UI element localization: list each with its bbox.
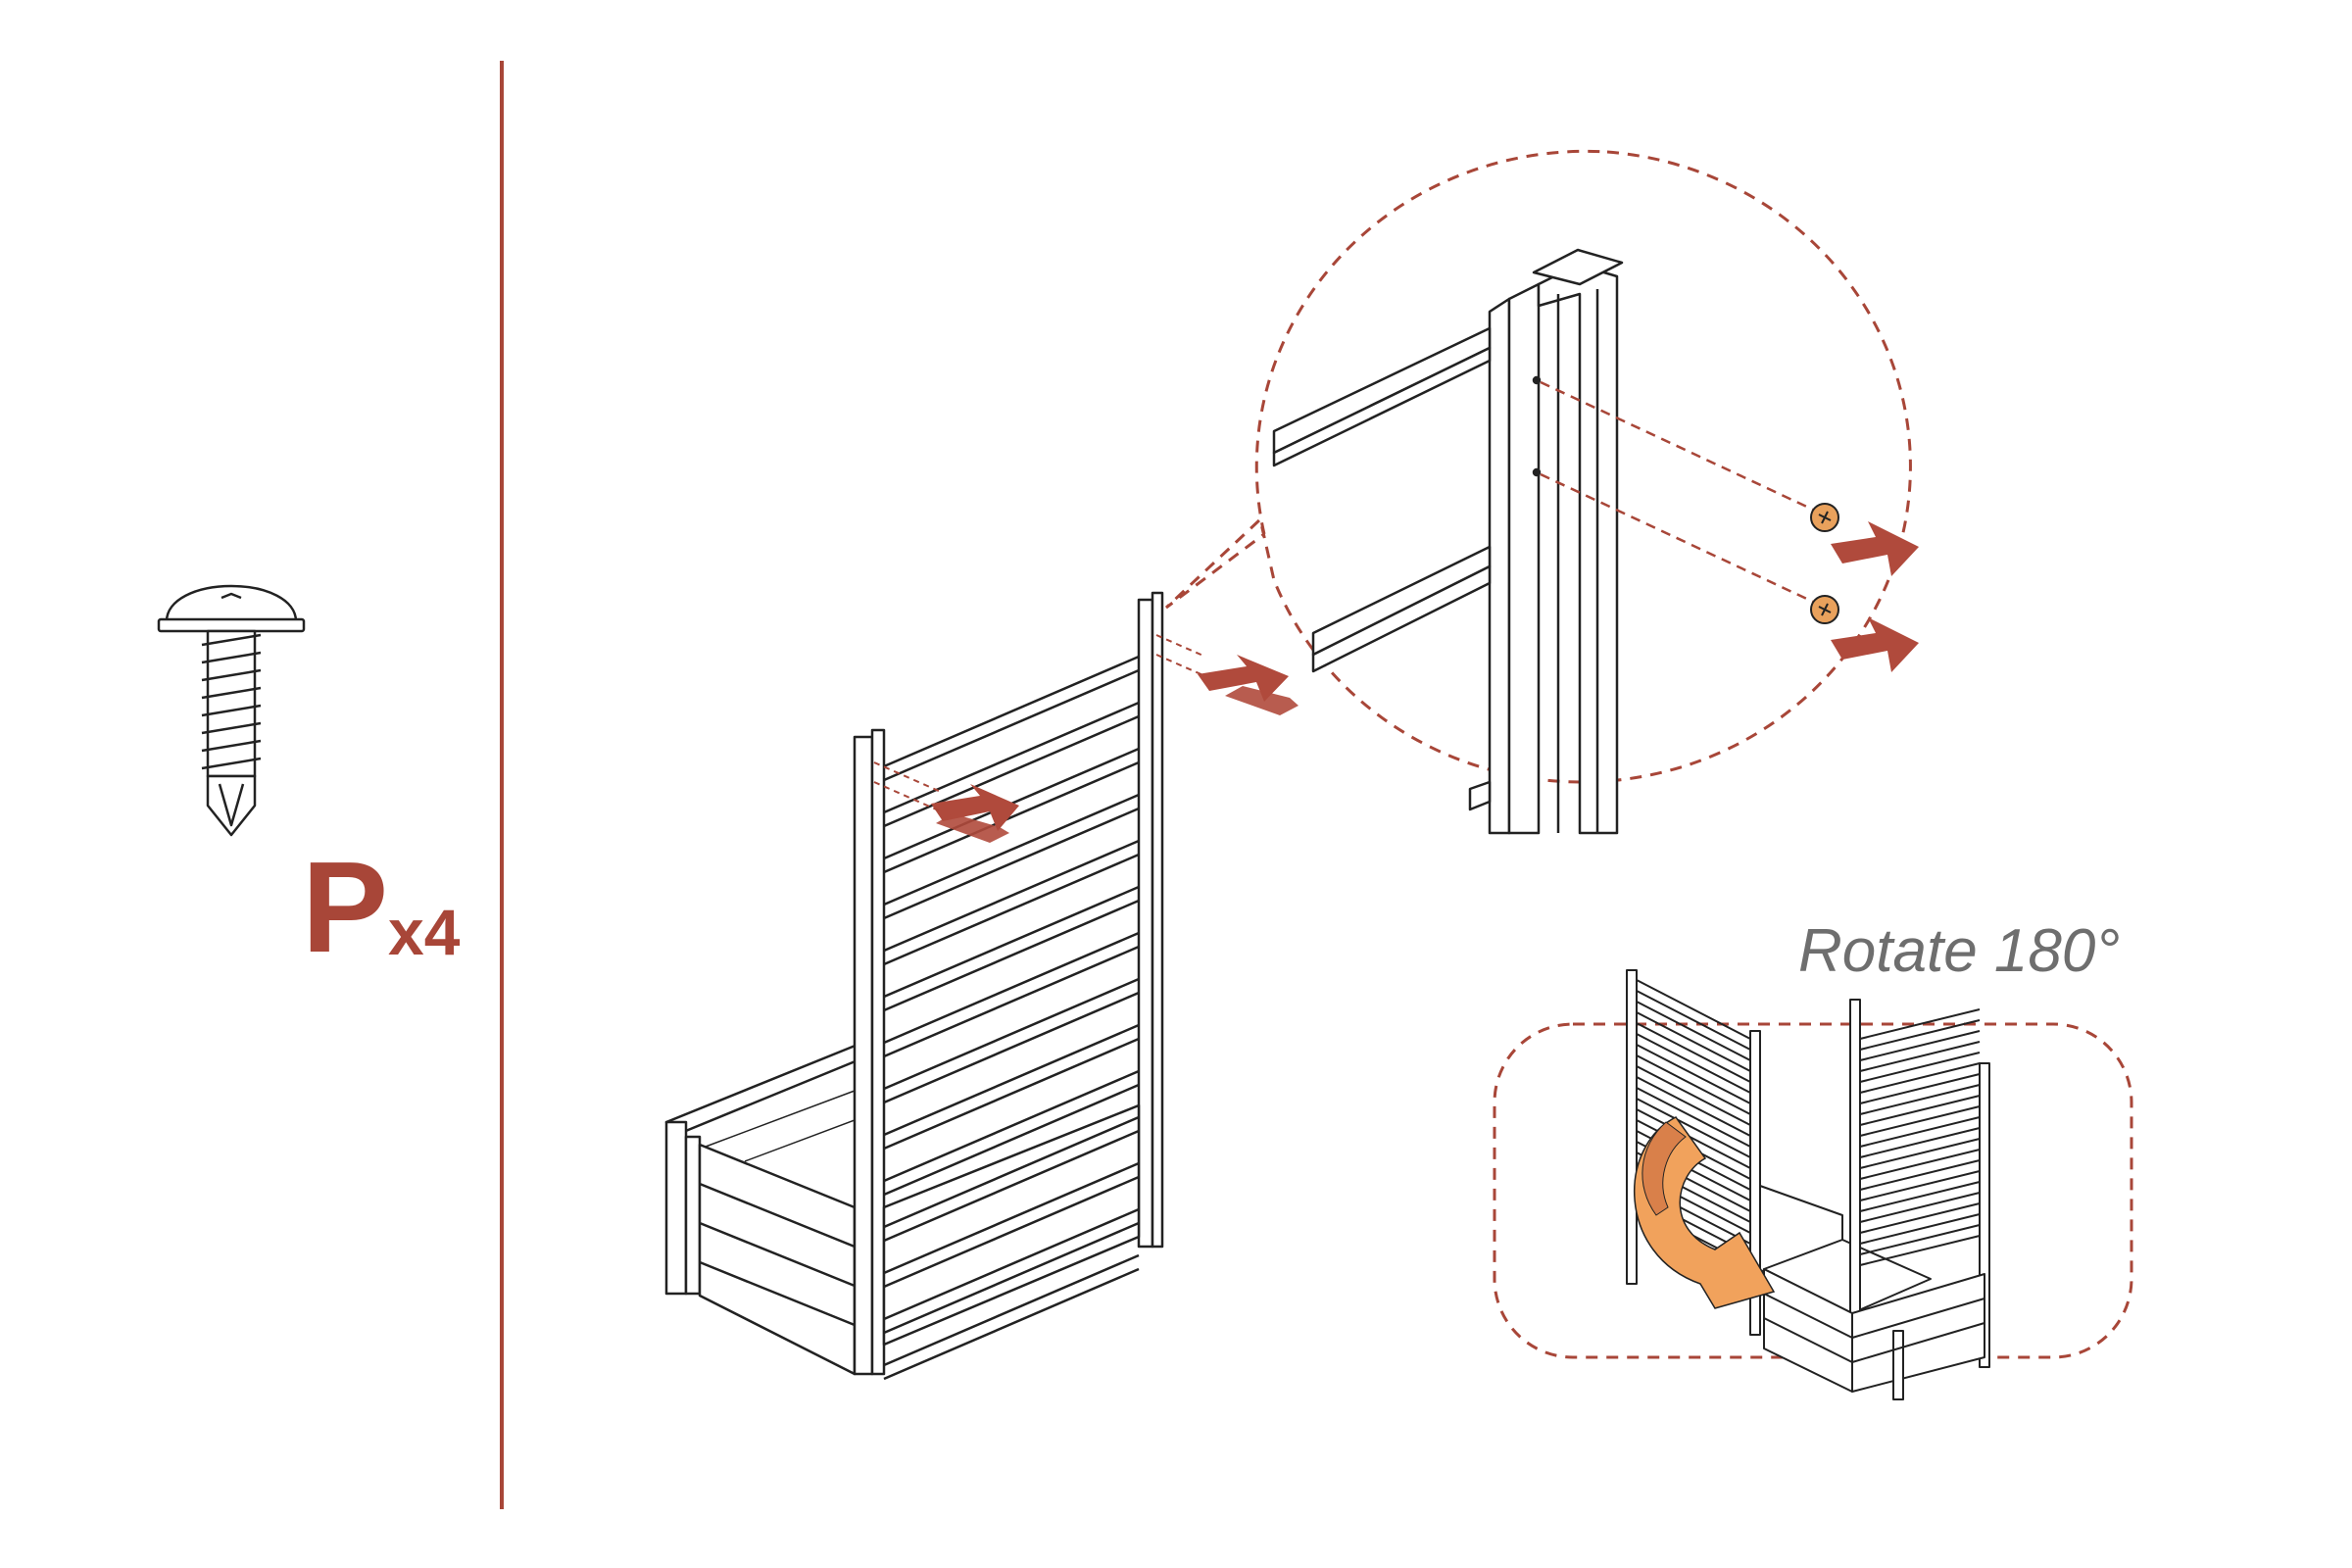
- trellis-slat-line: [1636, 1033, 1751, 1094]
- trellis-slat-line: [883, 1221, 1140, 1335]
- trellis-slat-line: [1636, 1011, 1751, 1072]
- trellis-slat-line: [1859, 1213, 1981, 1245]
- trellis-slat-line: [883, 701, 1140, 814]
- trellis-slat-line: [883, 931, 1140, 1045]
- part-letter: P: [302, 835, 389, 979]
- trellis-slat-line: [1636, 1108, 1751, 1169]
- trellis-slat-line: [1859, 1116, 1981, 1148]
- trellis-slat-line: [883, 1253, 1140, 1367]
- screw-direction-arrow: [1831, 521, 1919, 576]
- trellis-slat-line: [1636, 1054, 1751, 1115]
- trellis-slat-line: [1859, 1181, 1981, 1212]
- trellis-slat-line: [1859, 1224, 1981, 1255]
- trellis-slat-line: [883, 1175, 1140, 1289]
- trellis-slat-line: [1859, 1192, 1981, 1223]
- rotate-arrow: [1634, 1116, 1776, 1309]
- trellis-slat-line: [883, 1207, 1140, 1321]
- trellis-slat-line: [883, 807, 1140, 920]
- screw-guide-lines: [873, 634, 1206, 812]
- insert-screw-arrows: [931, 655, 1298, 843]
- trellis-slat-line: [883, 1115, 1140, 1229]
- trellis-slat-line: [1859, 1159, 1981, 1191]
- trellis-slat-line: [1859, 1008, 1981, 1040]
- trellis-slat-line: [1859, 1041, 1981, 1072]
- trellis-slat-line: [1859, 1052, 1981, 1083]
- trellis-slat-line: [883, 1129, 1140, 1243]
- trellis-slat-line: [1859, 1170, 1981, 1201]
- detail-arrows: [1831, 521, 1919, 672]
- trellis-slat-line: [1636, 990, 1751, 1051]
- trellis-slat-line: [1636, 1022, 1751, 1083]
- trellis-slat-line: [1859, 1149, 1981, 1180]
- trellis-slat-line: [883, 1037, 1140, 1151]
- trellis-slat-line: [1636, 979, 1751, 1040]
- screw-direction-arrow: [1831, 617, 1919, 672]
- trellis-slat-line: [1859, 1084, 1981, 1115]
- trellis-slat-line: [1859, 1073, 1981, 1104]
- screw-head-icon: [1810, 503, 1839, 532]
- trellis-slat-line: [1859, 1202, 1981, 1234]
- trellis-slat-line: [883, 1083, 1140, 1197]
- trellis-slat-line: [883, 1023, 1140, 1137]
- trellis-slat-line: [883, 1267, 1140, 1381]
- trellis-slat-line: [1636, 1087, 1751, 1148]
- screw-direction-arrow: [936, 813, 1009, 843]
- trellis-slat-line: [1859, 1138, 1981, 1169]
- trellis-slat-line: [1859, 1019, 1981, 1051]
- detail-callout: [1164, 149, 1912, 784]
- trellis-slat-line: [883, 668, 1140, 782]
- trellis-slat-line: [1859, 1095, 1981, 1126]
- screw-direction-arrow: [1198, 655, 1289, 702]
- trellis-slat-line: [883, 1161, 1140, 1275]
- part-quantity: x4: [388, 896, 461, 968]
- trellis-slat-line: [1636, 1044, 1751, 1104]
- trellis-slat-line: [1859, 1235, 1981, 1266]
- trellis-slat-line: [883, 839, 1140, 953]
- trellis-slat-line: [883, 655, 1140, 768]
- trellis-slat-line: [1636, 1001, 1751, 1061]
- trellis-slat-line: [1859, 1030, 1981, 1061]
- rotate-illustration: [1626, 969, 1990, 1400]
- trellis-slat-line: [1859, 1127, 1981, 1158]
- trellis-slat-line: [1636, 1098, 1751, 1158]
- self-drilling-screw-icon: [157, 584, 306, 837]
- detail-screws: [1810, 503, 1839, 624]
- trellis-slat-line: [883, 899, 1140, 1012]
- trellis-slat-line: [883, 853, 1140, 966]
- trellis-slat-line: [1636, 1065, 1751, 1126]
- screw-direction-arrow: [1225, 686, 1298, 715]
- trellis-slat-line: [1636, 1076, 1751, 1137]
- trellis-slats: [883, 655, 1140, 1381]
- trellis-slat-line: [883, 945, 1140, 1058]
- trellis-slat-line: [1859, 1062, 1981, 1094]
- screw-head-icon: [1810, 595, 1839, 624]
- trellis-slat-line: [883, 1069, 1140, 1183]
- trellis-slat-line: [883, 714, 1140, 828]
- trellis-slat-line: [883, 885, 1140, 999]
- screw-direction-arrow: [931, 784, 1019, 831]
- trellis-slat-line: [1859, 1105, 1981, 1137]
- detail-guide-lines: [1540, 380, 1814, 604]
- trellis-slat-line: [883, 977, 1140, 1091]
- post-detail: [1272, 248, 1624, 835]
- planter-assembly: [664, 591, 1164, 1376]
- trellis-slat-line: [883, 760, 1140, 874]
- rotate-slats: [1636, 979, 1981, 1266]
- trellis-slat-line: [883, 793, 1140, 906]
- rotate-label: Rotate 180°: [1798, 917, 2121, 985]
- trellis-slat-line: [883, 991, 1140, 1104]
